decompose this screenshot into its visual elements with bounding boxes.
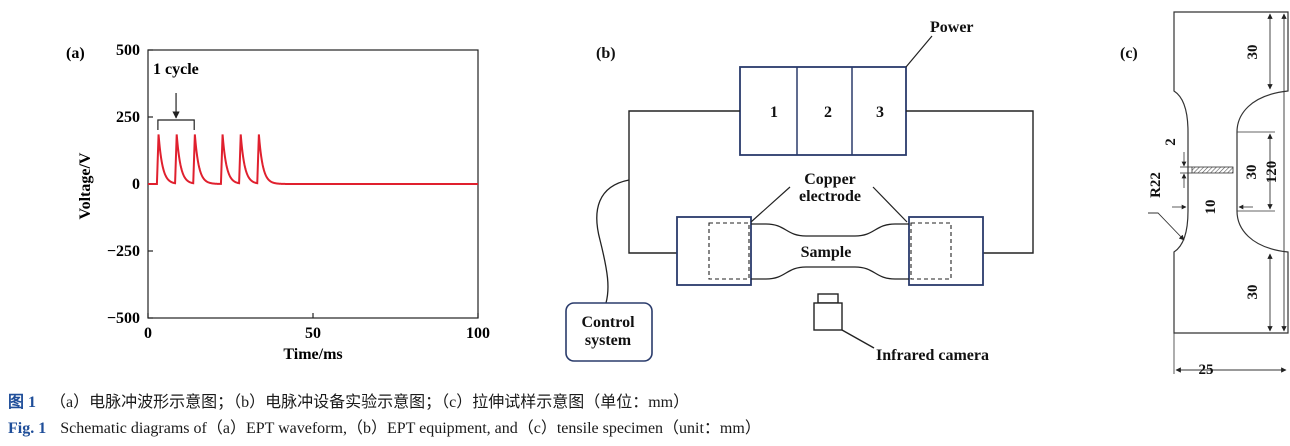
- radius-leader: [1148, 212, 1185, 241]
- left-grip-dashed: [708, 222, 750, 280]
- y-tick-label: 500: [116, 42, 140, 59]
- cycle-label: 1 cycle: [153, 61, 199, 78]
- caption-en-label: Fig. 1: [8, 420, 47, 437]
- dim-total-label: 120: [1264, 161, 1280, 184]
- caption-cn-label: 图 1: [8, 394, 37, 411]
- y-tick-labels: 500 250 0 −250 −500: [107, 42, 140, 327]
- left-wire: [628, 110, 740, 254]
- cycle-bracket: [157, 93, 195, 130]
- caption-chinese: 图 1 （a）电脉冲波形示意图；（b）电脉冲设备实验示意图；（c）拉伸试样示意图（…: [8, 388, 689, 412]
- electrode-leader-right: [872, 186, 908, 223]
- camera-label: Infrared camera: [876, 347, 989, 364]
- caption-cn-text: （a）电脉冲波形示意图；（b）电脉冲设备实验示意图；（c）拉伸试样示意图（单位：…: [50, 394, 690, 411]
- panel-b-equipment-diagram: (b) 1 2 3 Power Sample Copper electrode …: [565, 19, 1034, 364]
- power-unit-2: 2: [824, 104, 832, 121]
- panel-a-waveform-chart: (a) 500 250 0 −250 −500 0 50 100 Voltage/V Tim…: [66, 42, 490, 363]
- y-tick-label: −250: [107, 243, 140, 260]
- electrode-label-line2: electrode: [799, 188, 861, 205]
- cycle-bracket-line: [157, 119, 195, 130]
- thickness-section: [1191, 166, 1234, 174]
- x-tick-label: 50: [305, 325, 321, 342]
- thickness-label: 2: [1163, 138, 1179, 146]
- electrode-leader-left: [750, 186, 791, 223]
- control-system-box: [565, 302, 653, 362]
- specimen-outline: [1173, 11, 1289, 334]
- voltage-series-line: [148, 134, 478, 185]
- infrared-camera-icon: [813, 293, 875, 349]
- control-cable: [596, 179, 630, 304]
- x-tick-label: 100: [466, 325, 490, 342]
- y-tick-label: 250: [116, 109, 140, 126]
- power-leader-line: [905, 35, 933, 68]
- left-clamp: [676, 216, 752, 286]
- y-tick-label: −500: [107, 310, 140, 327]
- panel-a-label: (a): [66, 45, 85, 62]
- electrode-label-line1: Copper: [804, 171, 856, 188]
- power-label: Power: [930, 19, 974, 36]
- caption-english: Fig. 1 Schematic diagrams of（a）EPT wavefo…: [8, 414, 761, 438]
- power-unit-3: 3: [876, 104, 884, 121]
- panel-c-label: (c): [1120, 45, 1138, 62]
- dim-bottom-label: 30: [1245, 285, 1261, 300]
- panel-c-specimen-drawing: (c) 30 30 120 30 2 10 R22 25: [1120, 11, 1289, 378]
- caption-en-text: Schematic diagrams of（a）EPT waveform,（b）…: [60, 420, 761, 437]
- panel-b-label: (b): [596, 45, 616, 62]
- sample-label: Sample: [801, 244, 852, 261]
- dim-top-label: 30: [1245, 45, 1261, 60]
- radius-label: R22: [1148, 172, 1164, 198]
- width-label: 25: [1199, 362, 1214, 378]
- gauge-width-label: 10: [1203, 200, 1219, 215]
- figure-canvas: (a) 500 250 0 −250 −500 0 50 100 Voltage/V Tim…: [66, 11, 1289, 378]
- dim-gauge-label: 30: [1244, 165, 1260, 180]
- sample-bottom-edge: [751, 266, 909, 280]
- y-axis-label: Voltage/V: [77, 152, 94, 219]
- x-tick-label: 0: [144, 325, 152, 342]
- sample-top-edge: [751, 223, 909, 237]
- control-label-line2: system: [585, 332, 632, 349]
- control-label-line1: Control: [581, 314, 635, 331]
- x-axis-label: Time/ms: [283, 346, 342, 363]
- right-clamp: [908, 216, 984, 286]
- power-unit-1: 1: [770, 104, 778, 121]
- y-tick-label: 0: [132, 176, 140, 193]
- x-tick-labels: 0 50 100: [144, 325, 490, 342]
- right-wire: [906, 110, 1034, 254]
- right-grip-dashed: [910, 222, 952, 280]
